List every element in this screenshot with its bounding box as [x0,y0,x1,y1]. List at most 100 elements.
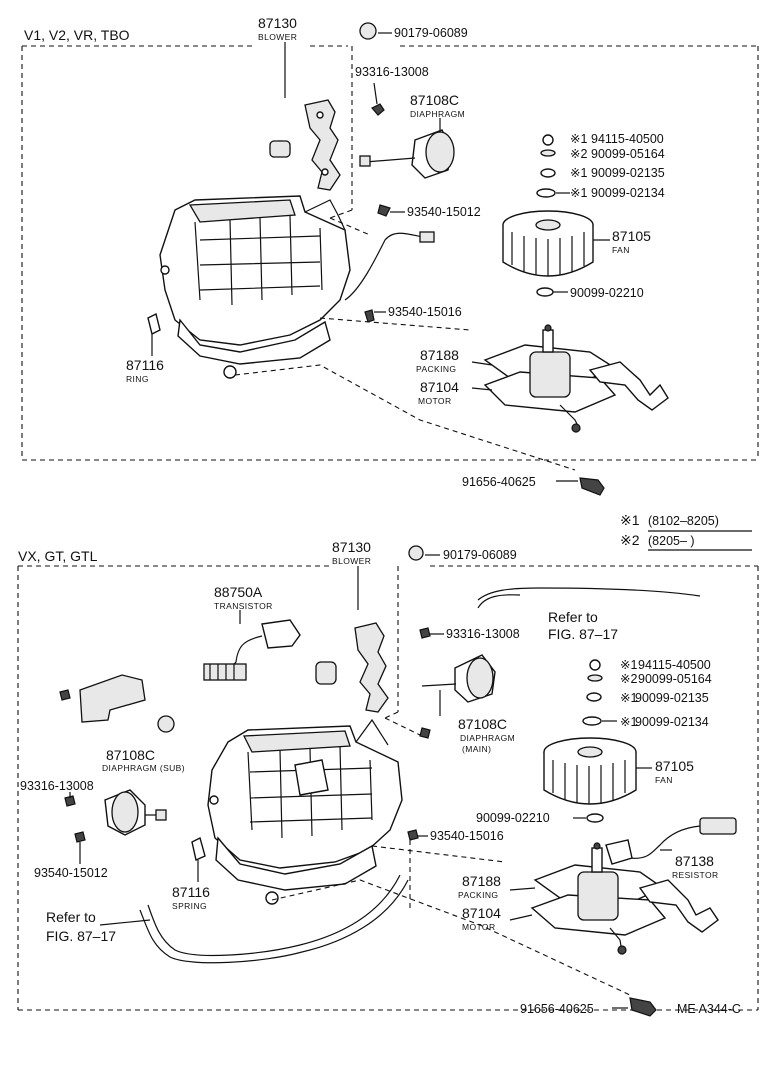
note-box: ※1 (8102–8205) ※2 (8205– ) [620,512,752,551]
label-dm-num: 87108C [458,716,507,732]
mark-n1: ※1 [620,658,637,672]
motor-shaft-tip [593,842,601,850]
screw-left [59,689,71,701]
motor-shaft [542,329,554,353]
label-93316-a: 93316-13008 [446,627,520,641]
ref-2-line2: FIG. 87–17 [46,928,116,944]
motor-duct [638,879,719,933]
label-blower-name: BLOWER [332,556,371,566]
label-90179: 90179-06089 [394,26,468,40]
fan-87105 [502,210,594,277]
mark-n4: ※1 [620,715,637,729]
leader [509,887,536,891]
label-dm-name: DIAPHRAGM [460,733,515,743]
blower-housing [159,195,351,379]
label-94115: 94115-40500 [638,658,711,672]
note-range-1: (8102–8205) [648,514,719,528]
label-resistor-name: RESISTOR [672,870,719,880]
leader [373,82,378,105]
note-range-2: (8205– ) [648,534,695,548]
bracket-plate [304,99,341,191]
label-02134: 90099-02134 [591,186,665,200]
top-frame [21,45,759,461]
transistor-88750a [203,619,301,681]
ref-1-line2: FIG. 87–17 [548,626,618,642]
leader [471,361,493,366]
label-93316: 93316-13008 [355,65,429,79]
label-05164: 90099-05164 [638,672,712,686]
label-fan-num: 87105 [612,228,651,244]
ref-2-line1: Refer to [46,909,96,925]
note-mark-1: ※1 [620,512,640,528]
label-94115: 94115-40500 [591,132,664,146]
diaphragm-sub [104,789,167,836]
motor-assembly [530,842,719,955]
label-90099-02210: 90099-02210 [570,286,644,300]
bracket-hole [316,111,324,119]
leader [99,919,151,926]
label-resistor-num: 87138 [675,853,714,869]
label-fan-name: FAN [612,245,630,255]
washer-02135 [540,168,556,178]
wire-connector [419,231,435,243]
bushing-body [269,140,291,158]
label-ring-name: RING [126,374,149,384]
leader [471,387,493,391]
label-02134: 90099-02134 [635,715,709,729]
screw-93540-15016 [364,309,375,323]
label-91656: 91656-40625 [520,1002,594,1016]
label-ds-name: DIAPHRAGM (SUB) [102,763,185,773]
top-variant-label: V1, V2, VR, TBO [24,27,130,43]
hose-ref-2-edge [139,879,409,964]
bottom-frame-top [18,565,399,719]
label-05164: 90099-05164 [591,147,665,161]
washer-02134 [582,716,602,726]
leader [509,914,533,921]
mark-n2: ※2 [570,147,587,161]
label-93316-b: 93316-13008 [20,779,94,793]
label-ring-num: 87116 [126,357,164,373]
label-blower-num: 87130 [332,539,371,555]
ring-87116 [147,312,161,336]
label-pack-name: PACKING [416,364,456,374]
motor-body [529,351,571,398]
bushing-left [157,715,175,733]
label-blower-name: BLOWER [258,32,297,42]
label-blower-num: 87130 [258,15,297,31]
grommet-90179 [359,22,377,40]
top-section: V1, V2, VR, TBO 87130 BLOWER 90179-06089… [21,15,759,496]
bottom-variant-label: VX, GT, GTL [18,548,98,564]
label-fan-name: FAN [655,775,673,785]
nut-94115 [542,134,554,146]
bottom-section: VX, GT, GTL 87130 BLOWER 90179-06089 887… [17,539,759,1017]
motor-duct [588,361,669,411]
bracket-hole [321,168,329,176]
washer-02135 [586,692,602,702]
label-90179: 90179-06089 [443,548,517,562]
bracket-plate [354,622,389,713]
label-02135: 90099-02135 [635,691,709,705]
assembly-lines [271,717,631,996]
label-93540-15012: 93540-15012 [407,205,481,219]
bolt-91656 [579,477,605,496]
nut-94115 [589,659,601,671]
screw-93540-15012 [419,727,431,739]
label-diaph-num: 87108C [410,92,459,108]
screw-93316 [371,103,385,116]
label-93540-15016: 93540-15016 [430,829,504,843]
label-motor-name: MOTOR [462,922,495,932]
fan-87105 [543,737,637,805]
label-ds-num: 87108C [106,747,155,763]
label-dm-sub: (MAIN) [462,744,491,754]
screw-93540-15012-b [74,831,86,843]
blower-housing [207,718,403,905]
label-02135: 90099-02135 [591,166,665,180]
hose-ref-2 [147,874,401,957]
mark-n3: ※1 [620,691,637,705]
mark-n3: ※1 [570,166,587,180]
label-transistor-num: 88750A [214,584,263,600]
label-91656: 91656-40625 [462,475,536,489]
diaphragm-main [421,654,496,703]
bushing [315,661,337,685]
